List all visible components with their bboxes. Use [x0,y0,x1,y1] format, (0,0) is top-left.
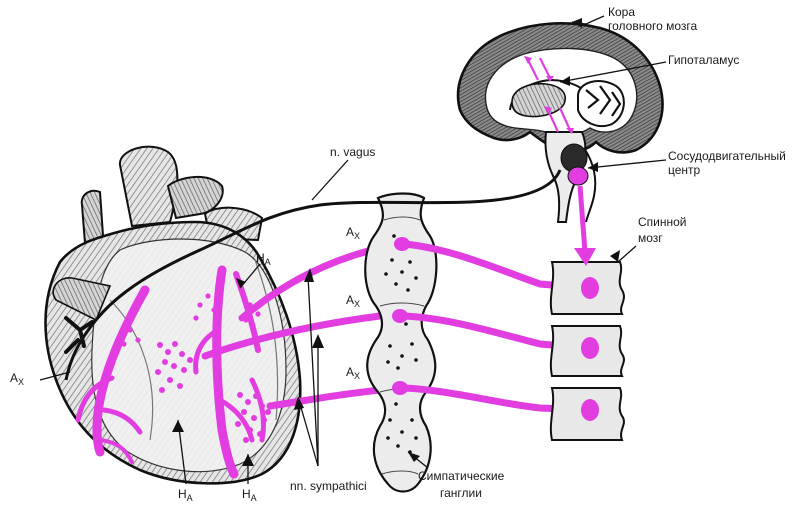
vasomotor-label-line2: центр [668,163,701,177]
leader-arrowheads [172,18,620,466]
ax-label-middle: AX [346,293,360,309]
spinal-cord-label-line2: мозг [638,231,663,245]
nerve-endings [121,293,271,443]
cortex-label-line2: головного мозга [608,19,698,33]
sympathetic-ganglia-chain [364,192,438,493]
spinal-cord-label-line1: Спинной [638,215,687,229]
spinal-nuclei [581,277,599,421]
sympathici-label: nn. sympathici [290,479,367,493]
hypothalamus-label: Гипоталамус [668,53,739,67]
descending-pathway [574,185,596,266]
vagus-label: n. vagus [330,145,375,159]
ax-label-upper: AX [346,225,360,241]
vasomotor-label-line1: Сосудодвигательный [668,149,786,163]
brain [456,22,664,223]
ha-label-upper: HA [256,251,271,267]
preganglionic-fibers [400,240,592,414]
ax-label-left: AX [10,371,24,387]
cortex-label-line1: Кора [608,5,635,19]
ganglia-label-line2: ганглии [440,486,482,500]
vagus-nerve [64,169,562,381]
ha-label-bottom-left: HA [178,487,193,503]
ha-label-bottom-right: HA [242,487,257,503]
ax-label-lower: AX [346,365,360,381]
labels: Кора головного мозга Гипоталамус Сосудод… [10,5,786,503]
ganglia-label-line1: Симпатические [418,469,505,483]
